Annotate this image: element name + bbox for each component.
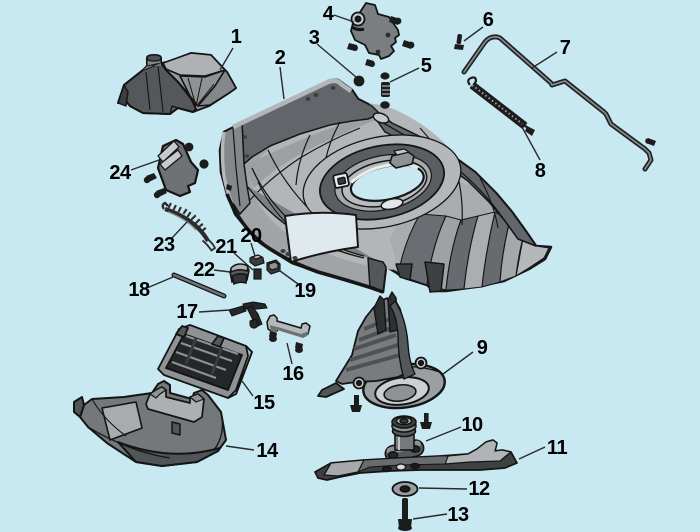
svg-text:13: 13 — [447, 504, 469, 526]
svg-text:15: 15 — [253, 392, 275, 414]
svg-text:20: 20 — [240, 225, 262, 247]
svg-text:23: 23 — [153, 234, 175, 256]
svg-text:22: 22 — [193, 259, 215, 281]
svg-text:1: 1 — [231, 26, 242, 48]
svg-text:24: 24 — [109, 162, 132, 184]
svg-text:17: 17 — [176, 301, 198, 323]
svg-text:2: 2 — [275, 47, 286, 69]
svg-text:7: 7 — [560, 37, 571, 59]
svg-text:18: 18 — [128, 279, 150, 301]
svg-text:14: 14 — [256, 440, 279, 462]
svg-text:8: 8 — [535, 160, 546, 182]
svg-text:21: 21 — [215, 236, 237, 258]
svg-text:12: 12 — [468, 478, 490, 500]
svg-text:9: 9 — [477, 337, 488, 359]
svg-text:10: 10 — [461, 414, 483, 436]
svg-text:16: 16 — [282, 363, 304, 385]
svg-text:19: 19 — [294, 280, 316, 302]
svg-text:11: 11 — [547, 437, 568, 459]
svg-text:3: 3 — [309, 27, 320, 49]
svg-text:5: 5 — [421, 55, 432, 77]
svg-text:6: 6 — [483, 9, 494, 31]
svg-text:4: 4 — [323, 3, 335, 25]
